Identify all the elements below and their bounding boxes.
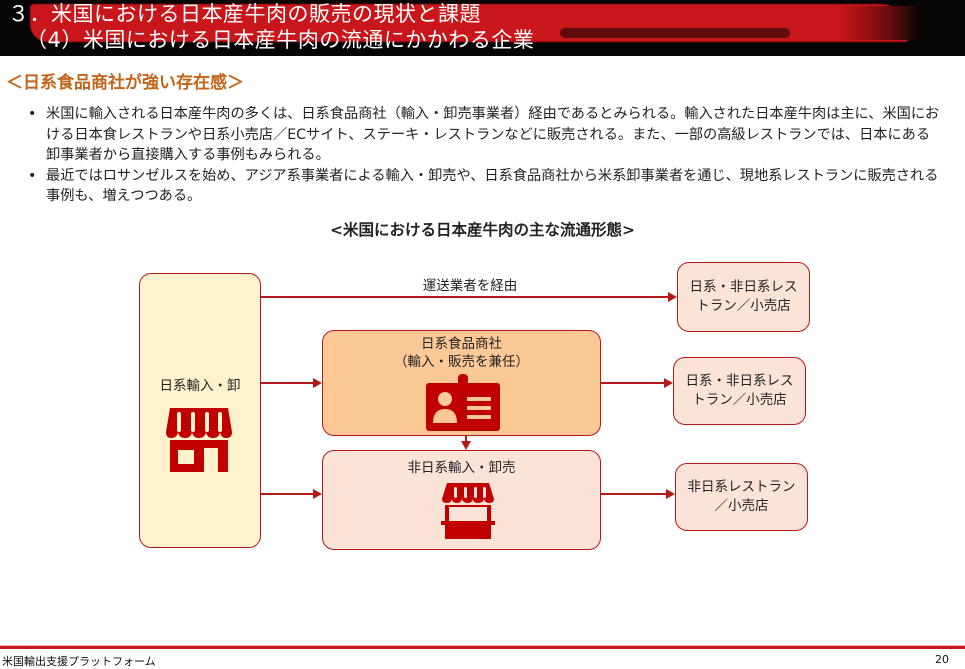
bullet-list: • 米国に輸入される日本産牛肉の多くは、日系食品商社（輸入・卸売事業者）経由であ…	[24, 104, 944, 207]
arrow-right-icon	[313, 378, 322, 388]
middle-box-label: 日系食品商社	[421, 336, 502, 352]
connector-line	[261, 296, 669, 298]
middle-box-japanese-trading-company: 日系食品商社 （輸入・販売を兼任）	[322, 330, 601, 436]
page-subtitle: （4）米国における日本産牛肉の流通にかかわる企業	[26, 28, 535, 52]
connector-line	[601, 382, 665, 384]
bullet-item: • 米国に輸入される日本産牛肉の多くは、日系食品商社（輸入・卸売事業者）経由であ…	[24, 104, 944, 166]
storefront-icon	[164, 406, 234, 472]
arrow-right-icon	[666, 489, 675, 499]
arrow-right-icon	[668, 292, 677, 302]
footer-organization: 米国輸出支援プラットフォーム	[2, 655, 156, 668]
page-title: ３．米国における日本産牛肉の販売の現状と課題	[8, 2, 481, 26]
footer-divider	[0, 645, 965, 649]
bullet-marker: •	[28, 167, 37, 184]
title-banner: ３．米国における日本産牛肉の販売の現状と課題 （4）米国における日本産牛肉の流通…	[0, 0, 965, 56]
destination-label-line2: ／小売店	[714, 498, 769, 514]
destination-box-restaurants-retail: 日系・非日系レス トラン／小売店	[677, 262, 810, 332]
destination-box-non-japanese-restaurants: 非日系レストラン ／小売店	[675, 463, 808, 531]
page-number: 20	[935, 653, 949, 666]
route-label-carrier: 運送業者を経由	[422, 278, 518, 294]
connector-line	[261, 382, 314, 384]
brush-tail-decoration	[840, 6, 920, 40]
bullet-item: • 最近ではロサンゼルスを始め、アジア系事業者による輸入・卸売や、日系食品商社か…	[24, 166, 944, 207]
middle-box-sublabel: （輸入・販売を兼任）	[394, 354, 529, 370]
connector-line	[261, 493, 314, 495]
connector-line	[465, 436, 467, 442]
destination-label-line1: 日系・非日系レス	[685, 373, 794, 389]
diagram-title: <米国における日本産牛肉の主な流通形態>	[330, 221, 635, 239]
bullet-text: 米国に輸入される日本産牛肉の多くは、日系食品商社（輸入・卸売事業者）経由であると…	[46, 106, 940, 163]
destination-label: 非日系レストラン ／小売店	[676, 478, 807, 516]
bullet-marker: •	[28, 106, 37, 122]
source-label: 日系輸入・卸	[159, 378, 241, 394]
arrow-right-icon	[664, 378, 673, 388]
arrow-down-icon	[461, 441, 471, 450]
id-badge-icon	[425, 373, 501, 431]
middle-box-label: 非日系輸入・卸売	[407, 460, 516, 476]
destination-label: 日系・非日系レス トラン／小売店	[674, 372, 805, 410]
market-stall-icon	[441, 483, 495, 539]
source-box-japanese-importer: 日系輸入・卸	[139, 273, 261, 548]
arrow-right-icon	[313, 489, 322, 499]
destination-box-restaurants-retail: 日系・非日系レス トラン／小売店	[673, 357, 806, 425]
destination-label-line1: 日系・非日系レス	[689, 279, 798, 295]
destination-label-line2: トラン／小売店	[692, 392, 787, 408]
bullet-text: 最近ではロサンゼルスを始め、アジア系事業者による輸入・卸売や、日系食品商社から米…	[46, 167, 939, 205]
destination-label-line2: トラン／小売店	[696, 298, 791, 314]
connector-line	[601, 493, 667, 495]
destination-label: 日系・非日系レス トラン／小売店	[678, 278, 809, 316]
brush-shadow-decoration	[560, 28, 790, 38]
section-heading: ＜日系食品商社が強い存在感＞	[6, 73, 244, 93]
destination-label-line1: 非日系レストラン	[687, 479, 796, 495]
middle-box-non-japanese-importer: 非日系輸入・卸売	[322, 450, 601, 550]
